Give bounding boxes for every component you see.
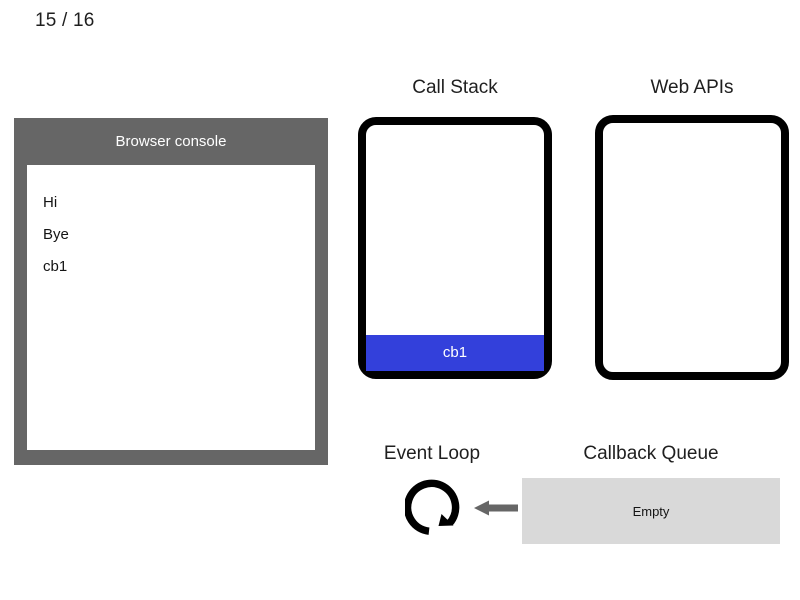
- call-stack-box: cb1: [358, 117, 552, 379]
- web-apis-box: [595, 115, 789, 380]
- browser-console-title: Browser console: [115, 133, 227, 150]
- console-line: Hi: [43, 194, 58, 211]
- callback-queue-status: Empty: [632, 503, 670, 519]
- slide-counter: 15 / 16: [35, 10, 95, 31]
- console-line: Bye: [43, 226, 69, 243]
- callback-queue-box: Empty: [522, 478, 780, 544]
- call-stack-frame: cb1: [366, 335, 544, 371]
- callback-queue-heading: Callback Queue: [583, 443, 719, 464]
- call-stack-frame-list: cb1: [366, 335, 544, 371]
- arrow-left-icon: [474, 497, 518, 519]
- circular-arrow-icon: [403, 478, 465, 538]
- call-stack-heading: Call Stack: [412, 77, 498, 98]
- event-loop-heading: Event Loop: [383, 443, 481, 464]
- console-line: cb1: [43, 258, 68, 275]
- web-apis-heading: Web APIs: [650, 77, 734, 98]
